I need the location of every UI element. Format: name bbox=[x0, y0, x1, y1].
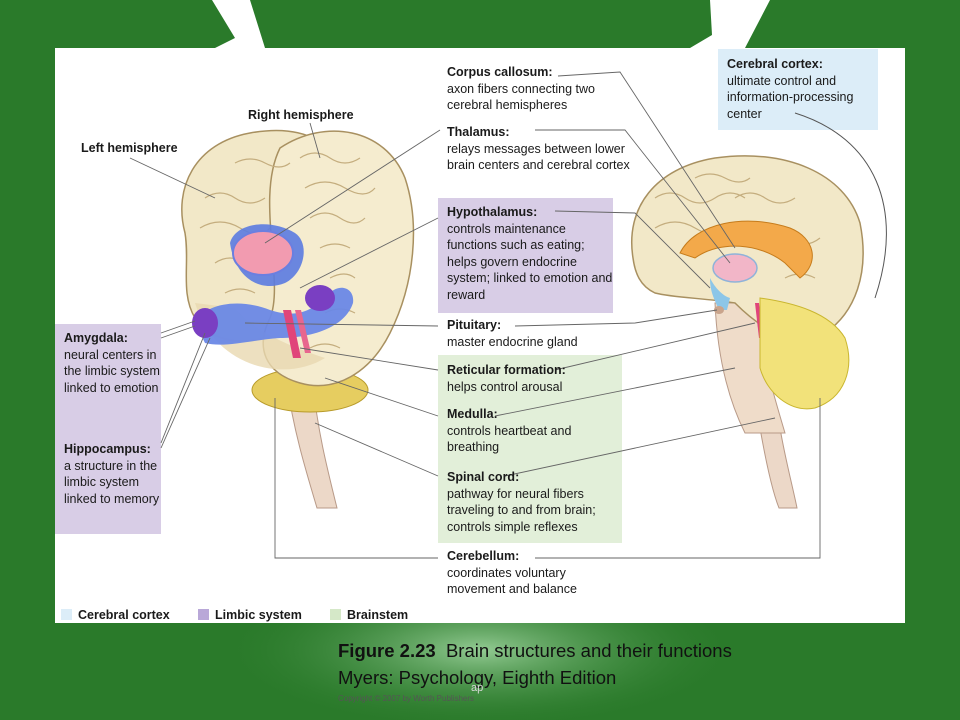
hippocampus-desc: a structure in the limbic system linked … bbox=[64, 458, 160, 506]
corpus-callosum-title: Corpus callosum: bbox=[447, 65, 553, 79]
figure-panel: Left hemisphere Right hemisphere Amygdal… bbox=[55, 48, 905, 623]
right-spinal-shape bbox=[759, 427, 798, 509]
brain-illustration bbox=[129, 71, 887, 559]
hippocampus-shape bbox=[195, 287, 354, 345]
label-right-hemisphere: Right hemisphere bbox=[248, 108, 354, 122]
corpus-callosum-desc: axon fibers connecting two cerebral hemi… bbox=[447, 81, 596, 113]
reticular-formation-desc: helps control arousal bbox=[447, 379, 563, 394]
figure-number: Figure 2.23 bbox=[338, 640, 436, 661]
limbic-box bbox=[55, 324, 161, 534]
label-left-hemisphere: Left hemisphere bbox=[81, 141, 178, 155]
hypothalamus-desc: controls maintenance functions such as e… bbox=[447, 221, 613, 302]
right-pituitary-shape bbox=[714, 306, 724, 314]
label-cerebellum: Cerebellum: coordinates voluntary moveme… bbox=[447, 548, 607, 598]
amygdala-shape bbox=[192, 308, 218, 338]
label-amygdala: Amygdala: neural centers in the limbic s… bbox=[64, 330, 160, 396]
amygdala-title: Amygdala: bbox=[64, 331, 128, 345]
legend-swatch-brainstem bbox=[330, 609, 341, 620]
brainstem-box bbox=[438, 355, 622, 543]
label-hippocampus: Hippocampus: a structure in the limbic s… bbox=[64, 441, 160, 507]
spinal-cord-title: Spinal cord: bbox=[447, 470, 520, 484]
thalamus-title: Thalamus: bbox=[447, 125, 510, 139]
caption-source: Myers: Psychology, Eighth Edition bbox=[338, 667, 617, 688]
right-hypothalamus-shape bbox=[710, 278, 730, 310]
legend-swatch-limbic bbox=[198, 609, 209, 620]
label-thalamus: Thalamus: relays messages between lower … bbox=[447, 124, 632, 174]
thalamus-shape bbox=[232, 230, 294, 276]
spinal-cord-desc: pathway for neural fibers traveling to a… bbox=[447, 486, 596, 534]
left-brainstem-shape bbox=[286, 382, 338, 509]
caption-title-line: Figure 2.23 Brain structures and their f… bbox=[338, 640, 732, 662]
label-pituitary: Pituitary: master endocrine gland bbox=[447, 317, 622, 350]
medulla-title: Medulla: bbox=[447, 407, 498, 421]
right-thalamus-shape bbox=[712, 253, 758, 283]
legend-brainstem: Brainstem bbox=[330, 608, 408, 622]
reticular-formation-title: Reticular formation: bbox=[447, 363, 566, 377]
figure-caption: Figure 2.23 Brain structures and their f… bbox=[338, 640, 732, 703]
copyright-notice: Copyright © 2007 by Worth Publishers bbox=[338, 694, 475, 703]
legend-limbic-system: Limbic system bbox=[198, 608, 302, 622]
watermark-text: ap bbox=[471, 682, 484, 694]
hypothalamus-title: Hypothalamus: bbox=[447, 205, 538, 219]
legend-label-limbic: Limbic system bbox=[215, 608, 302, 622]
label-hypothalamus: Hypothalamus: controls maintenance funct… bbox=[447, 204, 613, 303]
label-medulla: Medulla: controls heartbeat and breathin… bbox=[447, 406, 607, 456]
label-cerebral-cortex: Cerebral cortex: ultimate control and in… bbox=[727, 56, 875, 122]
medulla-desc: controls heartbeat and breathing bbox=[447, 423, 572, 455]
cerebellum-desc: coordinates voluntary movement and balan… bbox=[447, 565, 577, 597]
right-cerebellum-shape bbox=[759, 297, 850, 410]
cerebellum-title: Cerebellum: bbox=[447, 549, 520, 563]
cerebral-cortex-title: Cerebral cortex: bbox=[727, 57, 823, 71]
right-spike-shape bbox=[690, 0, 770, 48]
thalamus-desc: relays messages between lower brain cent… bbox=[447, 141, 630, 173]
label-reticular-formation: Reticular formation: helps control arous… bbox=[447, 362, 622, 395]
legend-cerebral-cortex: Cerebral cortex bbox=[61, 608, 170, 622]
legend-label-brainstem: Brainstem bbox=[347, 608, 409, 622]
hypothalamus-box bbox=[438, 198, 613, 313]
pituitary-title: Pituitary: bbox=[447, 318, 502, 332]
corpus-callosum-shape bbox=[679, 220, 813, 279]
hippocampus-title: Hippocampus: bbox=[64, 442, 151, 456]
legend-swatch-cortex bbox=[61, 609, 72, 620]
pituitary-desc: master endocrine gland bbox=[447, 334, 578, 349]
reticular-shape bbox=[283, 310, 301, 358]
amygdala-desc: neural centers in the limbic system link… bbox=[64, 347, 160, 395]
label-corpus-callosum: Corpus callosum: axon fibers connecting … bbox=[447, 64, 622, 114]
color-legend: Cerebral cortex Limbic system Brainstem bbox=[55, 608, 905, 623]
label-spinal-cord: Spinal cord: pathway for neural fibers t… bbox=[447, 469, 622, 535]
cerebral-cortex-box bbox=[718, 49, 878, 130]
figure-title: Brain structures and their functions bbox=[445, 640, 732, 661]
left-spike-shape bbox=[212, 0, 265, 48]
legend-label-cortex: Cerebral cortex bbox=[78, 608, 170, 622]
cerebral-cortex-desc: ultimate control and information-process… bbox=[727, 73, 854, 121]
